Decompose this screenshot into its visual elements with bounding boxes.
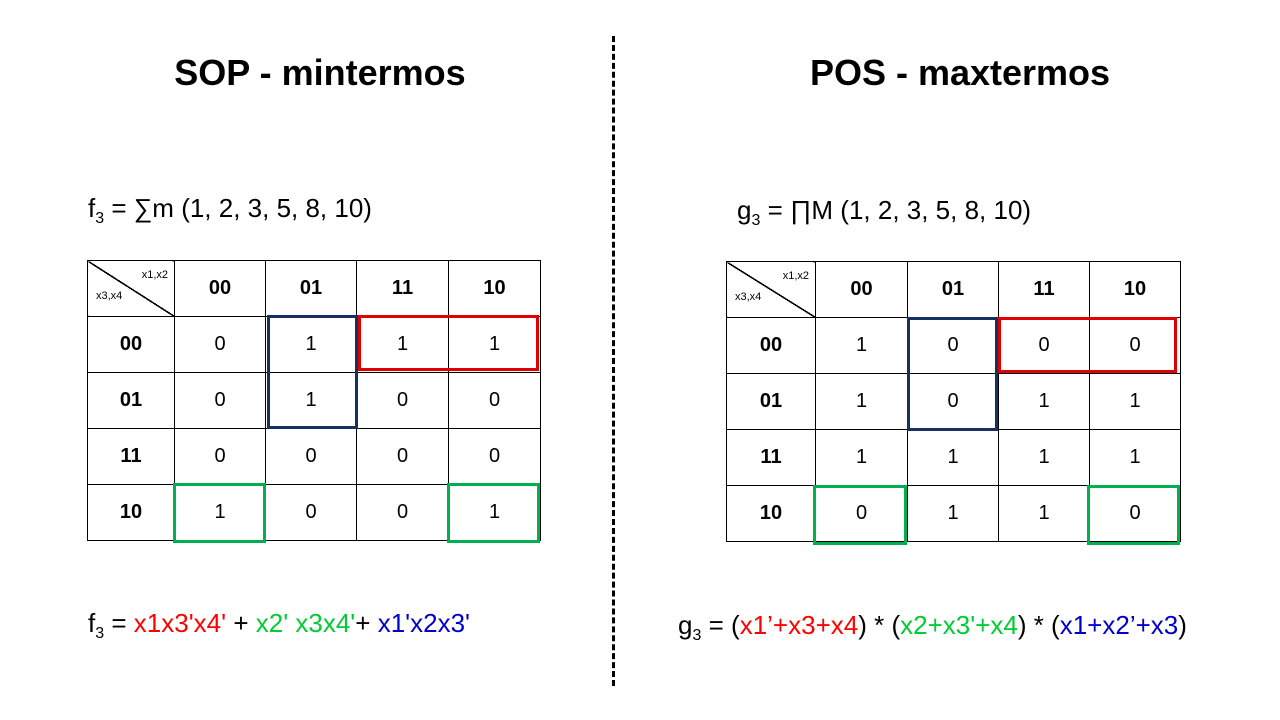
pos-def-subscript: 3 [751, 212, 761, 230]
kmap-cell: 1 [815, 373, 908, 430]
kmap-cell: 1 [907, 485, 999, 542]
kmap-cell: 1 [1089, 429, 1181, 486]
kmap-cell: 1 [174, 484, 266, 541]
row-header: 10 [726, 485, 816, 542]
group-green-outline [173, 483, 266, 543]
kmap-row: 00 1 0 0 0 [726, 317, 1181, 374]
kmap-cell: 0 [815, 485, 908, 542]
dashed-divider [612, 36, 615, 686]
kmap-cell: 0 [1089, 317, 1181, 374]
pos-paren-times: ) * ( [858, 610, 901, 640]
sop-title: SOP - mintermos [174, 52, 466, 93]
corner-row-vars: x3,x4 [735, 291, 762, 303]
pos-title: POS - maxtermos [809, 52, 1111, 93]
row-header: 11 [726, 429, 816, 486]
sop-def-subscript: 3 [95, 210, 105, 228]
kmap-cell: 0 [174, 428, 266, 485]
group-green-outline [813, 485, 907, 545]
corner-col-vars: x1,x2 [782, 270, 809, 282]
pos-result-equals: = [701, 610, 732, 640]
pos-definition: g3 = ∏M (1, 2, 3, 5, 8, 10) [737, 195, 1031, 230]
col-header: 11 [998, 261, 1090, 318]
group-navy-outline [907, 317, 998, 431]
sop-result: f3 = x1x3'x4' + x2' x3x4'+ x1'x2x3' [88, 608, 470, 643]
kmap-cell: 1 [907, 429, 999, 486]
kmap-corner: x1,x2 x3,x4 [726, 261, 816, 318]
kmap-cell: 1 [1089, 373, 1181, 430]
kmap-cell: 0 [1089, 485, 1181, 542]
sop-plus: + [226, 608, 256, 638]
col-header: 11 [356, 260, 449, 317]
row-header: 11 [87, 428, 175, 485]
pos-result-fname: g [678, 610, 693, 640]
kmap-cell: 0 [356, 428, 449, 485]
kmap-header-row: x1,x2 x3,x4 00 01 11 10 [87, 260, 541, 317]
kmap-row: 10 1 0 0 1 [87, 484, 541, 541]
row-header: 00 [87, 316, 175, 373]
sop-plus: + [355, 608, 378, 638]
pos-paren: ( [731, 610, 740, 640]
kmap-row: 01 0 1 0 0 [87, 372, 541, 429]
corner-col-vars: x1,x2 [141, 269, 168, 281]
sop-definition: f3 = ∑m (1, 2, 3, 5, 8, 10) [88, 193, 372, 228]
col-header: 01 [265, 260, 357, 317]
sop-term-blue: x1'x2x3' [377, 608, 470, 638]
kmap-cell: 1 [448, 484, 541, 541]
kmap-cell: 1 [998, 485, 1090, 542]
pos-def-fname: g [737, 195, 752, 225]
pos-def-rest: = ∏M (1, 2, 3, 5, 8, 10) [760, 195, 1032, 225]
pos-term-blue: x1+x2’+x3 [1059, 610, 1179, 640]
sop-def-fname: f [88, 193, 96, 223]
row-header: 10 [87, 484, 175, 541]
group-red-outline [358, 315, 539, 371]
kmap-row: 11 1 1 1 1 [726, 429, 1181, 486]
group-navy-outline [267, 315, 358, 429]
kmap-row: 11 0 0 0 0 [87, 428, 541, 485]
sop-term-red: x1x3'x4' [133, 608, 227, 638]
pos-result-subscript: 3 [692, 627, 702, 645]
kmap-cell: 0 [265, 428, 357, 485]
col-header: 10 [448, 260, 541, 317]
kmap-cell: 0 [265, 484, 357, 541]
kmap-cell: 1 [815, 317, 908, 374]
row-header: 00 [726, 317, 816, 374]
sop-result-equals: = [104, 608, 134, 638]
sop-result-subscript: 3 [95, 625, 105, 643]
kmap-cell: 1 [998, 373, 1090, 430]
kmap-cell: 0 [174, 372, 266, 429]
pos-term-green: x2+x3'+x4 [900, 610, 1018, 640]
kmap-cell: 0 [448, 428, 541, 485]
kmap-row: 10 0 1 1 0 [726, 485, 1181, 542]
kmap-cell: 0 [448, 372, 541, 429]
group-green-outline [1087, 485, 1180, 545]
corner-row-vars: x3,x4 [96, 290, 123, 302]
sop-kmap: x1,x2 x3,x4 00 01 11 10 00 0 1 1 1 01 0 … [87, 260, 541, 541]
sop-def-rest: = ∑m (1, 2, 3, 5, 8, 10) [104, 193, 372, 223]
kmap-cell: 1 [265, 372, 357, 429]
kmap-cell: 0 [174, 316, 266, 373]
kmap-header-row: x1,x2 x3,x4 00 01 11 10 [726, 261, 1181, 318]
pos-result: g3 = (x1’+x3+x4) * (x2+x3'+x4) * (x1+x2’… [678, 610, 1187, 645]
col-header: 10 [1089, 261, 1181, 318]
kmap-cell: 1 [998, 429, 1090, 486]
col-header: 00 [815, 261, 908, 318]
col-header: 01 [907, 261, 999, 318]
pos-term-red: x1’+x3+x4 [739, 610, 859, 640]
group-green-outline [447, 483, 540, 543]
pos-paren: ) [1178, 610, 1187, 640]
pos-kmap: x1,x2 x3,x4 00 01 11 10 00 1 0 0 0 01 1 … [726, 261, 1181, 542]
kmap-cell: 1 [356, 316, 449, 373]
kmap-cell: 0 [356, 372, 449, 429]
sop-result-fname: f [88, 608, 96, 638]
kmap-corner: x1,x2 x3,x4 [87, 260, 175, 317]
sop-term-green: x2' x3x4' [255, 608, 356, 638]
row-header: 01 [726, 373, 816, 430]
kmap-cell: 1 [815, 429, 908, 486]
kmap-cell: 0 [356, 484, 449, 541]
col-header: 00 [174, 260, 266, 317]
row-header: 01 [87, 372, 175, 429]
pos-paren-times: ) * ( [1017, 610, 1060, 640]
group-red-outline [998, 317, 1177, 373]
